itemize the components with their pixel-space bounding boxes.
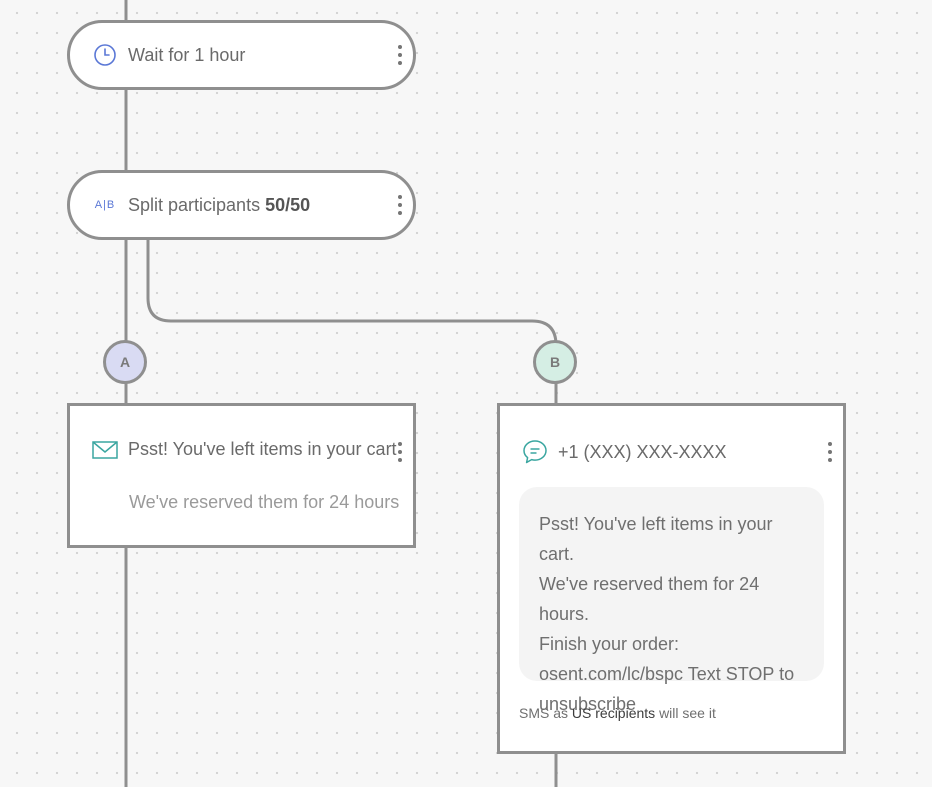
sms-step-menu-icon[interactable] bbox=[822, 439, 838, 465]
email-preview-text: We've reserved them for 24 hours bbox=[129, 492, 400, 512]
sms-step-card[interactable]: +1 (XXX) XXX-XXXX Psst! You've left item… bbox=[497, 403, 846, 754]
connector-split-b bbox=[146, 238, 558, 346]
sms-message-line: We've reserved them for 24 hours. bbox=[539, 574, 760, 624]
sms-preview-note: SMS as US recipients will see it bbox=[519, 705, 716, 721]
split-step-node[interactable]: A|B Split participants 50/50 bbox=[67, 170, 416, 240]
envelope-icon bbox=[92, 440, 118, 460]
sms-message-line: Finish your order: bbox=[539, 634, 680, 654]
wait-step-menu-icon[interactable] bbox=[392, 42, 408, 68]
wait-step-node[interactable]: Wait for 1 hour bbox=[67, 20, 416, 90]
split-step-prefix: Split participants bbox=[128, 194, 261, 215]
email-subject: Psst! You've left items in your cart bbox=[128, 439, 397, 459]
email-step-menu-icon[interactable] bbox=[392, 439, 408, 465]
split-step-ratio: 50/50 bbox=[265, 194, 311, 215]
clock-icon bbox=[92, 42, 118, 68]
sms-note-prefix: SMS as bbox=[519, 705, 569, 721]
branch-b-label: B bbox=[549, 354, 561, 370]
sms-message-bubble: Psst! You've left items in your cart. We… bbox=[519, 487, 824, 714]
sms-message-line: Psst! You've left items in your cart. bbox=[539, 514, 773, 564]
split-step-menu-icon[interactable] bbox=[392, 192, 408, 218]
branch-a-label: A bbox=[119, 354, 131, 370]
branch-a-badge: A bbox=[103, 340, 147, 384]
chat-bubble-icon bbox=[522, 439, 548, 465]
sms-message-line: unsubscribe bbox=[539, 694, 637, 714]
branch-b-badge: B bbox=[533, 340, 577, 384]
sms-message-line: osent.com/lc/bspc Text STOP to bbox=[539, 664, 795, 684]
sms-note-suffix: will see it bbox=[659, 705, 716, 721]
ab-split-icon-text: A|B bbox=[94, 199, 116, 211]
sms-note-recipients: US recipients bbox=[571, 705, 656, 721]
split-step-label: Split participants 50/50 bbox=[128, 195, 310, 216]
email-step-card[interactable]: Psst! You've left items in your cart We'… bbox=[67, 403, 416, 548]
wait-step-label: Wait for 1 hour bbox=[128, 44, 246, 65]
sms-phone-number: +1 (XXX) XXX-XXXX bbox=[558, 441, 727, 462]
ab-split-icon: A|B bbox=[92, 192, 118, 218]
